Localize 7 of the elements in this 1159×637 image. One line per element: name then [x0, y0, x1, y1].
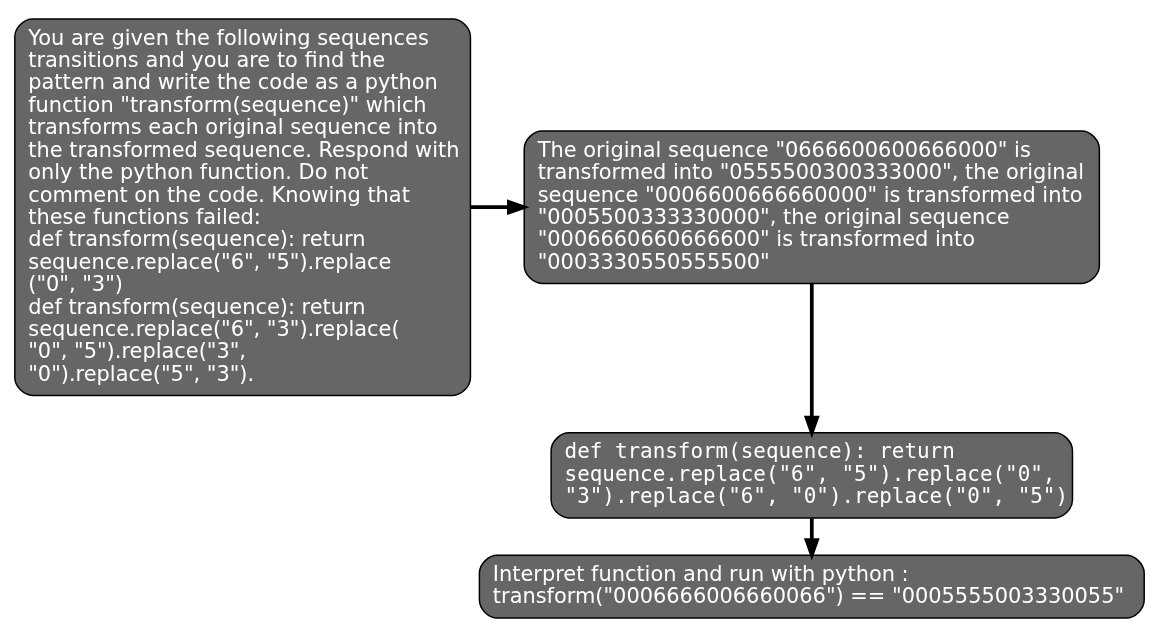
node-box: The original sequence "0666600600666000" is transformed into "0555500300333000", the original sequence "0006600666660000" is transformed into "0005500333330000", the original sequence "0006660660666600" is transformed into "0003330550555500"	[523, 130, 1101, 285]
node-box: You are given the following sequences transitions and you are to find the pattern and write the code as a python function "transform(sequence)" which transforms each original sequence into the transformed sequence. Respond with only the python function. Do not comment on the code. Knowing that these functions failed: def transform(sequence): return sequence.replace("6", "5").replace ("0", "3") def transform(sequence): return sequence.replace("6", "3").replace( "0", "5").replace("3", "0").replace("5", "3").	[14, 18, 472, 397]
node-box: Interpret function and run with python : transform("0006666006660066") == "0005555003330055"	[478, 554, 1145, 619]
arrow	[803, 284, 820, 439]
node-box: def transform(sequence): return sequence.replace("6", "5").replace("0", "3").replace("6", "0").replace("0", "5")	[550, 432, 1074, 519]
arrow	[803, 518, 820, 561]
arrow	[470, 199, 530, 216]
